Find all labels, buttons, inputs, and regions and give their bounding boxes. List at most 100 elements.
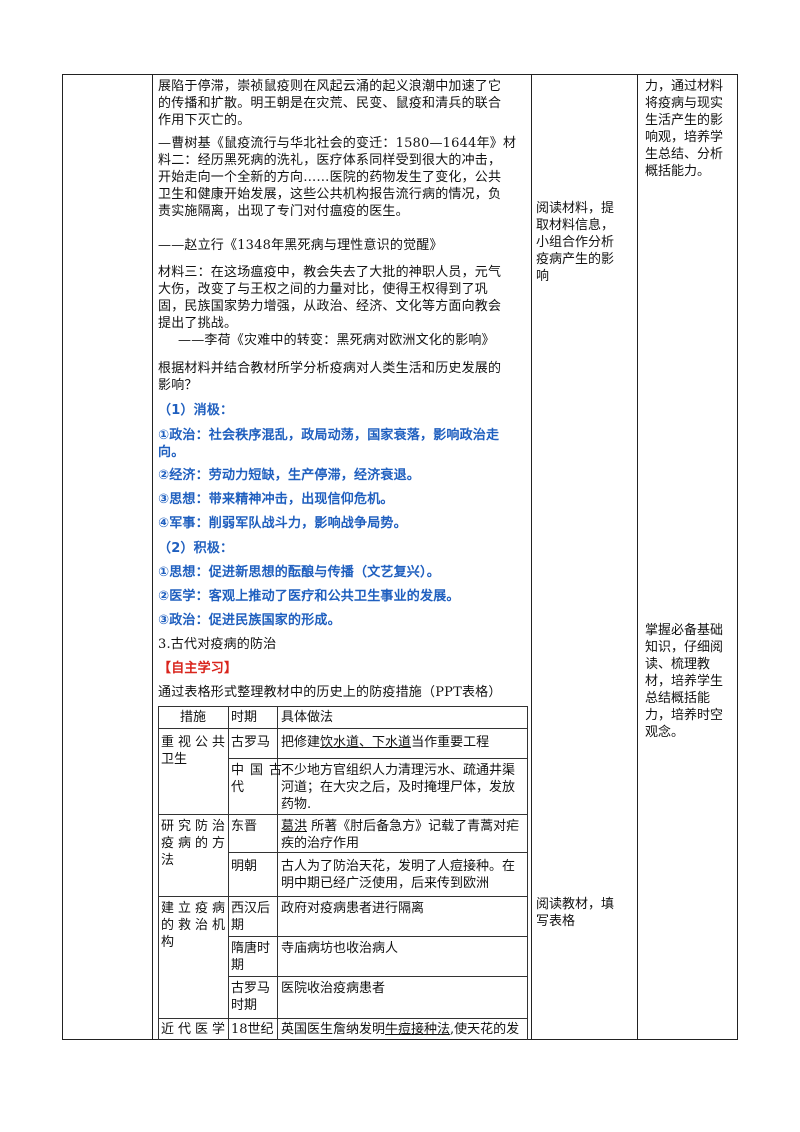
activity-text: 疫病产生的影 — [536, 252, 615, 267]
inner-border-right — [527, 706, 528, 1040]
table-border-top — [62, 74, 738, 75]
detail-cell: 政府对疫病患者进行隔离 — [281, 901, 425, 916]
measure-cell: 近代医学 — [161, 1022, 230, 1037]
intent-text: 响观，培养学 — [645, 130, 724, 145]
table-border-right — [737, 74, 738, 1040]
intent-text: 读、梳理教 — [645, 657, 711, 672]
text-line: 开始走向一个全新的方向……医院的药物发生了变化，公共 — [158, 170, 502, 185]
intent-text: 材，培养学生 — [645, 674, 724, 689]
source-citation: —曹树基《鼠疫流行与华北社会的变迁：1580—1644年》材 — [158, 136, 517, 151]
inner-row-line — [158, 1018, 528, 1019]
table-border-left — [62, 74, 63, 1040]
table-border-bottom — [62, 1039, 738, 1040]
inner-border-top — [158, 706, 528, 707]
negative-heading: （1）消极： — [158, 403, 234, 418]
positive-point: ①思想：促进新思想的酝酿与传播（文艺复兴）。 — [158, 565, 440, 580]
table-header: 措施 — [180, 710, 207, 725]
period-cell: 西汉后 — [231, 901, 271, 916]
period-cell: 时期 — [231, 998, 258, 1013]
detail-cell: 药物. — [281, 797, 312, 812]
inner-border-left — [158, 706, 159, 1040]
source-citation: ——赵立行《1348年黑死病与理性意识的觉醒》 — [158, 238, 443, 253]
text-line: 的传播和扩散。明王朝是在灾荒、民变、鼠疫和清兵的联合 — [158, 96, 502, 111]
detail-cell: 不少地方官组织人力清理污水、疏通井渠 — [281, 763, 516, 778]
negative-point: ②经济：劳动力短缺，生产停滞，经济衰退。 — [158, 468, 421, 483]
detail-cell: 河道；在大灾之后，及时掩埋尸体，发放 — [281, 780, 516, 795]
measure-cell: 法 — [161, 853, 175, 868]
activity-text: 响 — [536, 269, 550, 284]
inner-border-col1 — [228, 706, 229, 1040]
period-cell: 中国古 — [231, 763, 289, 778]
text-line: 料二：经历黑死病的洗礼，医疗体系同样受到很大的冲击， — [158, 153, 502, 168]
detail-cell: 把修建饮水道、下水道当作重要工程 — [281, 735, 490, 750]
period-cell: 代 — [231, 780, 245, 795]
measure-cell: 的救治机 — [161, 918, 230, 933]
inner-row-line — [228, 976, 528, 977]
negative-point: ④军事：削弱军队战斗力，影响战争局势。 — [158, 516, 407, 531]
intent-text: 力，通过材料 — [645, 79, 724, 94]
table-header: 时期 — [231, 710, 258, 725]
measure-cell: 卫生 — [161, 752, 188, 767]
intent-text: 将疫病与现实 — [645, 96, 724, 111]
inner-border-header — [158, 728, 528, 729]
inner-row-line — [228, 852, 528, 853]
negative-point: ③思想：带来精神冲击，出现信仰危机。 — [158, 492, 394, 507]
detail-cell: 明中期已经广泛使用，后来传到欧洲 — [281, 876, 490, 891]
activity-text: 取材料信息， — [536, 218, 615, 233]
intent-text: 掌握必备基础 — [645, 623, 724, 638]
negative-point: 向。 — [158, 445, 185, 460]
inner-row-line — [228, 758, 528, 759]
detail-cell: 古人为了防治天花，发明了人痘接种。在 — [281, 859, 516, 874]
negative-point: ①政治：社会秩序混乱，政局动荡，国家衰落，影响政治走 — [158, 428, 500, 443]
inner-row-line — [158, 896, 528, 897]
question-line: 影响？ — [158, 378, 198, 393]
period-cell: 期 — [231, 958, 245, 973]
positive-point: ③政治：促进民族国家的形成。 — [158, 613, 341, 628]
intent-text: 生总结、分析 — [645, 147, 724, 162]
table-border-col1 — [152, 74, 153, 1040]
text-line: 作用下灭亡的。 — [158, 113, 251, 128]
period-cell: 18世纪 — [231, 1022, 274, 1037]
text-line: 材料三：在这场瘟疫中，教会失去了大批的神职人员，元气 — [158, 265, 502, 280]
period-cell: 隋唐时 — [231, 941, 271, 956]
detail-cell: 葛洪 所著《肘后备急方》记载了青蒿对疟 — [281, 819, 520, 834]
instruction-line: 通过表格形式整理教材中的历史上的防疫措施（PPT表格） — [158, 685, 502, 700]
detail-cell: 寺庙病坊也收治病人 — [281, 941, 399, 956]
detail-cell: 疾的治疗作用 — [281, 836, 360, 851]
text-line: 展陷于停滞，崇祯鼠疫则在风起云涌的起义浪潮中加速了它 — [158, 79, 502, 94]
measure-cell: 疫病的方 — [161, 836, 230, 851]
question-line: 根据材料并结合教材所学分析疫病对人类生活和历史发展的 — [158, 361, 502, 376]
table-border-col2 — [531, 74, 532, 1040]
inner-border-col2 — [277, 706, 278, 1040]
positive-point: ②医学：客观上推动了医疗和公共卫生事业的发展。 — [158, 589, 460, 604]
source-citation: ——李荷《灾难中的转变：黑死病对欧洲文化的影响》 — [178, 333, 495, 348]
table-border-col3 — [637, 74, 638, 1040]
intent-text: 力，培养时空 — [645, 708, 724, 723]
text-line: 卫生和健康开始发展，这些公共机构报告流行病的情况，负 — [158, 187, 502, 202]
period-cell: 明朝 — [231, 859, 258, 874]
activity-text: 阅读材料，提 — [536, 201, 615, 216]
period-cell: 古罗马 — [231, 981, 271, 996]
section-heading: 3.古代对疫病的防治 — [158, 637, 277, 652]
intent-text: 生活产生的影 — [645, 113, 724, 128]
activity-text: 阅读教材，填 — [536, 897, 615, 912]
measure-cell: 研究防治 — [161, 819, 230, 834]
intent-text: 总结概括能 — [645, 691, 711, 706]
measure-cell: 重视公共 — [161, 735, 230, 750]
intent-text: 知识，仔细阅 — [645, 640, 724, 655]
text-line: 责实施隔离，出现了专门对付瘟疫的医生。 — [158, 204, 409, 219]
detail-cell: 英国医生詹纳发明牛痘接种法,使天花的发 — [281, 1022, 520, 1037]
period-cell: 期 — [231, 918, 245, 933]
table-header: 具体做法 — [281, 710, 334, 725]
text-line: 大伤，改变了与王权之间的力量对比，使得王权得到了巩 — [158, 282, 489, 297]
positive-heading: （2）积极： — [158, 541, 234, 556]
text-line: 固，民族国家势力增强，从政治、经济、文化等方面向教会 — [158, 299, 502, 314]
period-cell: 东晋 — [231, 819, 258, 834]
detail-cell: 医院收治疫病患者 — [281, 981, 386, 996]
activity-text: 写表格 — [536, 914, 576, 929]
measure-cell: 建立疫病 — [161, 901, 230, 916]
inner-row-line — [158, 814, 528, 815]
intent-text: 观念。 — [645, 725, 685, 740]
self-study-label: 【自主学习】 — [158, 661, 238, 676]
